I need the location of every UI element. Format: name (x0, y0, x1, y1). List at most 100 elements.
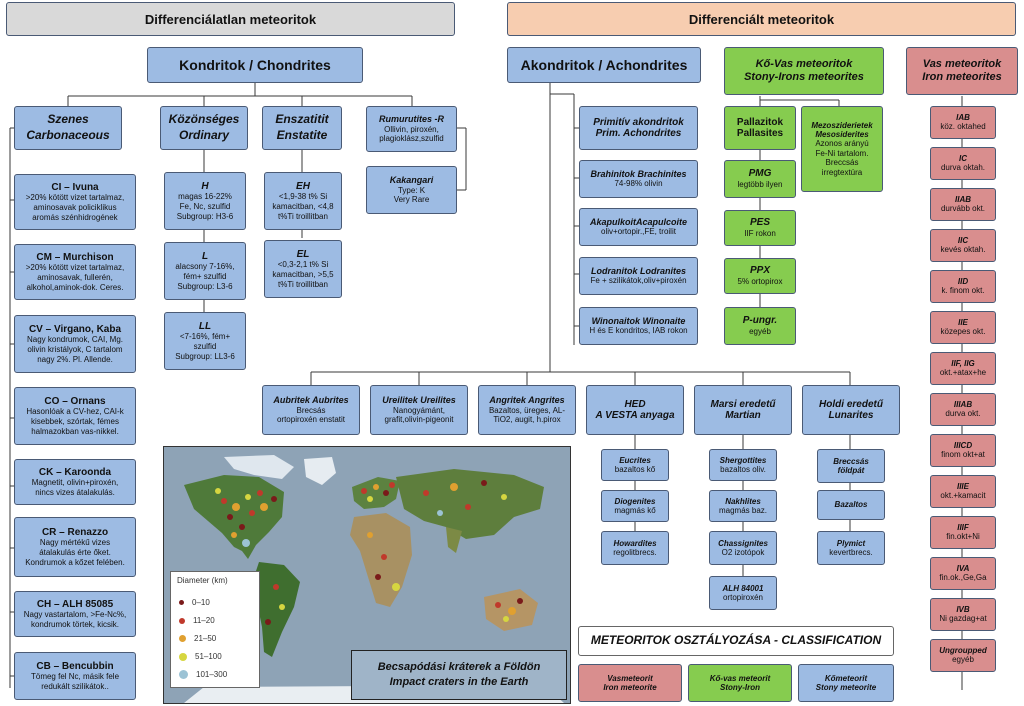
iron-group-desc: Ni gazdag+at (939, 614, 987, 624)
ureilites-desc-1: Nanogyámánt, (392, 405, 446, 415)
carb-ch-desc-2: kondrumok törtek, kicsik. (30, 619, 120, 629)
mesosiderites-desc-1: Azonos arányú (815, 139, 869, 148)
enstatite-eh-node: EH <1,9-38 t% Si kamacitban, <4,8 t%Ti t… (264, 172, 342, 230)
stony-iron-node: Kő-Vas meteoritok Stony-Irons meteorites (724, 47, 884, 95)
p-ungr-desc: egyéb (749, 326, 771, 336)
legend-iron-label-1: Vasmeteorit (607, 673, 653, 683)
hed-title: HED (624, 398, 646, 410)
legend-dot (179, 617, 185, 624)
howardites-node: Howardites regolitbrecs. (601, 531, 669, 565)
ordinary-ll-title: LL (198, 320, 212, 332)
carb-ci-node: CI – Ivuna >20% kötött vizet tartalmaz, … (14, 174, 136, 230)
lunar-breccia-desc: földpát (837, 466, 865, 475)
mesosiderites-desc-3: Breccsás (825, 158, 859, 168)
ordinary-h-title: H (201, 180, 209, 192)
legend-item: 0–10 (179, 598, 210, 607)
map-legend: Diameter (km) 0–10 11–20 21–50 51–100 10… (170, 571, 260, 688)
martian-title: Marsi eredetű (710, 398, 776, 410)
enstatite-el-desc-2: kamacitban, >5,5 (272, 269, 334, 279)
legend-stony-iron-box: Kő-vas meteorit Stony-Iron (688, 664, 792, 702)
chassignites-node: Chassignites O2 izotópok (709, 531, 777, 565)
alh84001-desc: ortopiroxén (722, 592, 764, 602)
pmg-title: PMG (748, 168, 772, 180)
carbonaceous-node: Szenes Carbonaceous (14, 106, 122, 150)
iron-group-title: IIIAB (953, 400, 973, 410)
enstatite-el-title: EL (296, 248, 310, 260)
iron-group-title: IIF, IIG (951, 359, 975, 369)
carb-cr-desc-2: átalakulás érte őket. (39, 547, 111, 557)
legend-iron-label-2: Iron meteorite (603, 683, 657, 692)
lunar-breccia-title: Breccsás (833, 456, 869, 466)
carb-co-desc-3: halmazokban vas-nikkel. (31, 426, 119, 436)
angrites-node: Angritek Angrites Bazaltos, üreges, AL- … (478, 385, 576, 435)
alh84001-node: ALH 84001 ortopiroxén (709, 576, 777, 610)
enstatite-el-node: EL <0,3-2,1 t% Si kamacitban, >5,5 t%Ti … (264, 240, 342, 298)
iron-node: Vas meteoritok Iron meteorites (906, 47, 1018, 95)
howardites-desc: regolitbrecs. (613, 547, 657, 557)
legend-label: 11–20 (193, 616, 215, 625)
iron-group-desc: köz. oktahed (940, 122, 986, 132)
iron-title-2: Iron meteorites (922, 71, 1002, 83)
achondrites-title: Akondritok / Achondrites (520, 57, 688, 73)
brachinites-desc: 74-98% olivin (614, 179, 663, 189)
enstatite-el-desc-3: t%Ti troillitban (278, 279, 328, 289)
ordinary-ll-desc-2: szulfid (193, 341, 217, 351)
angrites-title: Angritek Angrites (489, 395, 565, 406)
diogenites-desc: magmás kő (614, 505, 656, 515)
enstatite-eh-desc-1: <1,9-38 t% Si (278, 192, 328, 202)
ureilites-title: Ureilitek Ureilites (382, 395, 456, 406)
legend-stony-box: Kőmeteorit Stony meteorite (798, 664, 894, 702)
iron-title-1: Vas meteoritok (922, 58, 1002, 71)
eucrites-node: Eucrites bazaltos kő (601, 449, 669, 481)
lunar-plymict-node: Plymict kevertbrecs. (817, 531, 885, 565)
mesosiderites-desc-2: Fe-Ni tartalom. (815, 148, 869, 158)
carb-co-node: CO – Ornans Hasonlóak a CV-hez, CAI-k ki… (14, 387, 136, 445)
brachinites-title: Brahinitok Brachinites (590, 169, 687, 180)
nakhlites-title: Nakhlites (725, 496, 761, 506)
classification-title: METEORITOK OSZTÁLYOZÁSA - CLASSIFICATION (590, 633, 882, 648)
lodranites-title: Lodranitok Lodranites (590, 266, 686, 277)
iron-group-title: IIIE (956, 482, 969, 492)
carb-cr-desc-1: Nagy mértékű vizes (39, 538, 111, 548)
carb-cv-desc-3: nagy 2%. Pl. Allende. (37, 354, 113, 364)
kakangari-desc-2: Very Rare (393, 195, 430, 205)
ordinary-l-desc-1: alacsony 7-16%, (175, 262, 235, 272)
chassignites-title: Chassignites (718, 538, 768, 548)
carb-cm-desc-1: >20% kötött vizet tartalmaz, (25, 263, 125, 273)
iron-group-title: IIE (958, 318, 968, 328)
iron-group-desc: finom okt+at (941, 450, 985, 460)
iron-group-title: IID (957, 277, 969, 287)
iron-group-desc: okt.+kamacit (940, 491, 986, 501)
angrites-desc-2: TiO2, augit, h.pirox (493, 415, 561, 425)
carb-cr-desc-3: Kondrumok a kőzet felében. (25, 557, 125, 567)
eucrites-title: Eucrites (619, 455, 651, 465)
carb-ci-desc-1: >20% kötött vizet tartalmaz, (25, 193, 125, 203)
undifferentiated-header-label: Differenciálatlan meteoritok (144, 11, 317, 27)
ordinary-node: Közönséges Ordinary (160, 106, 248, 150)
carb-cv-desc-1: Nagy kondrumok, CAI, Mg. (26, 335, 124, 345)
lunar-basalt-title: Bazaltos (834, 500, 868, 510)
iron-group-title: IIAB (955, 195, 971, 205)
chassignites-desc: O2 izotópok (721, 547, 765, 557)
p-ungr-node: P-ungr. egyéb (724, 307, 796, 345)
kakangari-desc-1: Type: K (397, 185, 426, 195)
lunar-title: Holdi eredetű (819, 398, 883, 410)
enstatite-eh-desc-3: t%Ti troillitban (278, 211, 328, 221)
iron-group-desc: fin.okt+Ni (946, 532, 980, 542)
carbonaceous-label-1: Szenes (47, 112, 89, 127)
carb-co-desc-2: kisebbek, szórtak, fémes (30, 416, 120, 426)
pmg-desc: legtöbb ilyen (737, 179, 783, 189)
achondrites-node: Akondritok / Achondrites (507, 47, 701, 83)
ordinary-label-1: Közönséges (168, 112, 240, 127)
carb-ci-title: CI – Ivuna (51, 181, 99, 193)
carb-co-title: CO – Ornans (44, 395, 106, 407)
iron-group-desc: durva okt. (945, 409, 981, 419)
carb-cv-desc-2: olivin kristályok, C tartalom (27, 344, 123, 354)
winonaite-desc: H és E kondritos, IAB rokon (589, 326, 688, 336)
ureilites-node: Ureilitek Ureilites Nanogyámánt, grafit,… (370, 385, 468, 435)
p-ungr-title: P-ungr. (742, 315, 778, 327)
